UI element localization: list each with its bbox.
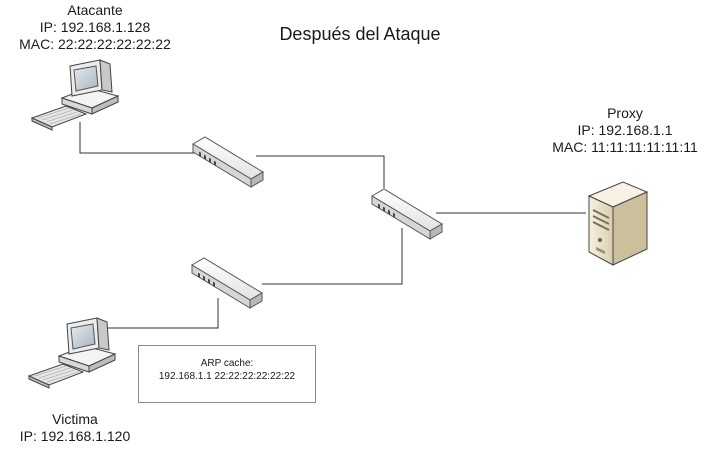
attacker-name: Atacante [67, 2, 123, 18]
arp-cache-heading: ARP cache: [200, 358, 254, 369]
proxy-label: Proxy IP: 192.168.1.1 MAC: 11:11:11:11:1… [530, 105, 720, 156]
switch-bottom-icon [191, 257, 263, 309]
victim-label: Victima IP: 192.168.1.120 [0, 411, 150, 445]
link-core-switch [262, 228, 403, 285]
proxy-mac: MAC: 11:11:11:11:11:11 [552, 139, 698, 155]
attacker-label: Atacante IP: 192.168.1.128 MAC: 22:22:22… [0, 2, 190, 53]
arp-cache-box: ARP cache: 192.168.1.1 22:22:22:22:22:22 [138, 345, 316, 403]
arp-cache-entry: 192.168.1.1 22:22:22:22:22:22 [158, 371, 296, 382]
proxy-ip: IP: 192.168.1.1 [577, 122, 673, 138]
attacker-mac: MAC: 22:22:22:22:22:22 [19, 36, 171, 52]
proxy-server-icon [587, 181, 649, 266]
diagram-title: Después del Ataque [279, 24, 441, 44]
link-attacker-switch [79, 122, 196, 154]
attacker-ip: IP: 192.168.1.128 [39, 19, 151, 35]
switch-core-icon [371, 188, 443, 240]
attacker-computer-icon [31, 59, 119, 131]
switch-top-icon [192, 136, 264, 188]
link-switch-victim [102, 298, 219, 329]
network-links [79, 122, 586, 329]
proxy-name: Proxy [607, 105, 643, 121]
victim-name: Victima [52, 411, 98, 427]
victim-ip: IP: 192.168.1.120 [19, 428, 131, 444]
link-switch-core [256, 155, 385, 188]
victim-computer-icon [28, 317, 116, 389]
